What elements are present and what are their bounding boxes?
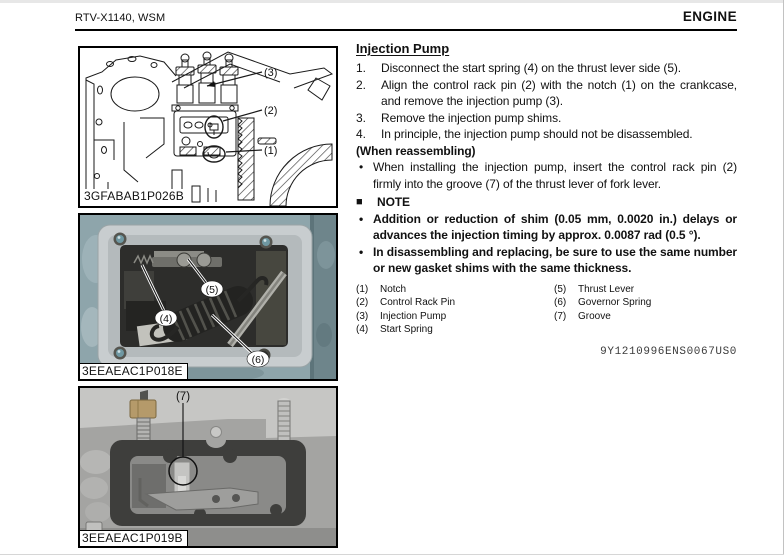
dowel-pin — [210, 426, 222, 438]
svg-text:(6): (6) — [252, 354, 265, 366]
content-column: Injection Pump 1. Disconnect the start s… — [356, 41, 737, 360]
left-stud — [129, 390, 157, 447]
figure-governor-spring-photo: (5) (4) (6) 3EEAEAC1P018E — [78, 213, 338, 381]
figure-fork-lever-photo: (7) 3EEAEAC1P019B — [78, 386, 338, 548]
fork-lever — [144, 487, 259, 511]
legend-item: (3) Injection Pump — [356, 310, 554, 324]
legend-item: (2) Control Rack Pin — [356, 296, 554, 310]
step-number: 3. — [356, 110, 366, 125]
step-text: Align the control rack pin (2) with the … — [381, 77, 737, 109]
note-heading: ■ NOTE — [356, 194, 737, 211]
legend-num: (7) — [554, 310, 567, 322]
legend-label: Groove — [578, 310, 611, 322]
svg-text:(4): (4) — [160, 313, 173, 325]
arrowhead — [207, 81, 216, 87]
governor-spring — [149, 275, 269, 342]
pump-cylinders — [175, 51, 239, 104]
legend-num: (2) — [356, 297, 369, 308]
legend-num: (1) — [356, 283, 369, 295]
legend-column-right: (5) Thrust Lever (6) Governor Spring (7)… — [554, 283, 737, 337]
fig2-leaders — [140, 258, 254, 355]
step-number: 4. — [356, 127, 366, 141]
step-2: 2. Align the control rack pin (2) with t… — [356, 77, 737, 110]
step-text: Disconnect the start spring (4) on the t… — [381, 61, 682, 75]
legend-label: Governor Spring — [578, 297, 652, 308]
legend-item: (4) Start Spring — [356, 323, 554, 337]
bullet-marker: • — [359, 244, 364, 259]
legend-label: Thrust Lever — [578, 283, 635, 295]
document-title: RTV-X1140, WSM — [75, 12, 166, 24]
legend-num: (6) — [554, 297, 567, 308]
legend-column-left: (1) Notch (2) Control Rack Pin (3) Injec… — [356, 283, 554, 337]
header-rule — [75, 29, 737, 31]
fig2-label-4: (4) — [154, 309, 178, 327]
legend-item: (6) Governor Spring — [554, 296, 737, 310]
legend-label: Notch — [380, 283, 407, 295]
fig2-label-6: (6) — [246, 350, 270, 368]
fig1-label-1: (1) — [264, 145, 277, 157]
svg-text:(5): (5) — [206, 284, 219, 296]
right-stud — [277, 398, 291, 442]
legend-item: (7) Groove — [554, 310, 737, 324]
figure2-caption: 3EEAEAC1P018E — [80, 363, 188, 379]
governor-spring-photo: (5) (4) (6) — [80, 215, 336, 379]
fig3-label-7: (7) — [176, 391, 190, 403]
legend-item: (5) Thrust Lever — [554, 283, 737, 297]
note-square-icon: ■ — [356, 196, 363, 208]
step-text: In principle, the injection pump should … — [381, 127, 693, 141]
bullet-text: Addition or reduction of shim (0.05 mm, … — [373, 211, 737, 243]
page-edge-top — [0, 0, 784, 3]
fig1-label-3: (3) — [264, 67, 277, 79]
legend-label: Control Rack Pin — [380, 297, 456, 308]
when-reassembling-heading: (When reassembling) — [356, 143, 476, 158]
legend-item: (1) Notch — [356, 283, 554, 297]
legend-label: Injection Pump — [380, 310, 447, 322]
bullet-marker: • — [359, 211, 364, 226]
bullet-marker: • — [359, 160, 364, 174]
injection-pump-line-drawing: (3) (2) (1) — [85, 51, 334, 206]
start-spring — [133, 254, 154, 265]
topic-title: Injection Pump — [356, 41, 450, 56]
fig1-label-2: (2) — [264, 105, 277, 117]
reassembling-bullet: • When installing the injection pump, in… — [356, 159, 737, 192]
bullet-text: In disassembling and replacing, be sure … — [373, 244, 737, 276]
callout-notch — [202, 145, 226, 163]
note-bullet-2: • In disassembling and replacing, be sur… — [356, 244, 737, 277]
step-text: Remove the injection pump shims. — [381, 110, 562, 125]
step-3: 3. Remove the injection pump shims. — [356, 110, 737, 127]
pump-body — [173, 110, 237, 157]
legend-label: Start Spring — [380, 324, 433, 335]
legend-num: (4) — [356, 324, 369, 335]
fig2-label-5: (5) — [200, 280, 224, 298]
figure-injection-pump-drawing: (3) (2) (1) 3GFABAB1P026B — [78, 46, 338, 208]
bullet-text: When installing the injection pump, inse… — [373, 160, 737, 191]
parts-legend: (1) Notch (2) Control Rack Pin (3) Injec… — [356, 283, 737, 337]
step-4: 4. In principle, the injection pump shou… — [356, 126, 737, 143]
callout-control-rack-pin — [204, 115, 224, 139]
document-code: 9Y1210996ENS0067US0 — [600, 345, 737, 358]
step-number: 2. — [356, 77, 366, 92]
step-1: 1. Disconnect the start spring (4) on th… — [356, 60, 737, 77]
step-number: 1. — [356, 61, 366, 75]
legend-num: (5) — [554, 283, 567, 295]
fork-lever-photo: (7) — [80, 388, 336, 546]
note-label: NOTE — [377, 195, 410, 209]
legend-num: (3) — [356, 310, 369, 322]
figure1-caption: 3GFABAB1P026B — [82, 189, 188, 204]
figure3-caption: 3EEAEAC1P019B — [80, 530, 188, 546]
chapter-title: ENGINE — [682, 9, 737, 24]
note-bullet-1: • Addition or reduction of shim (0.05 mm… — [356, 211, 737, 244]
